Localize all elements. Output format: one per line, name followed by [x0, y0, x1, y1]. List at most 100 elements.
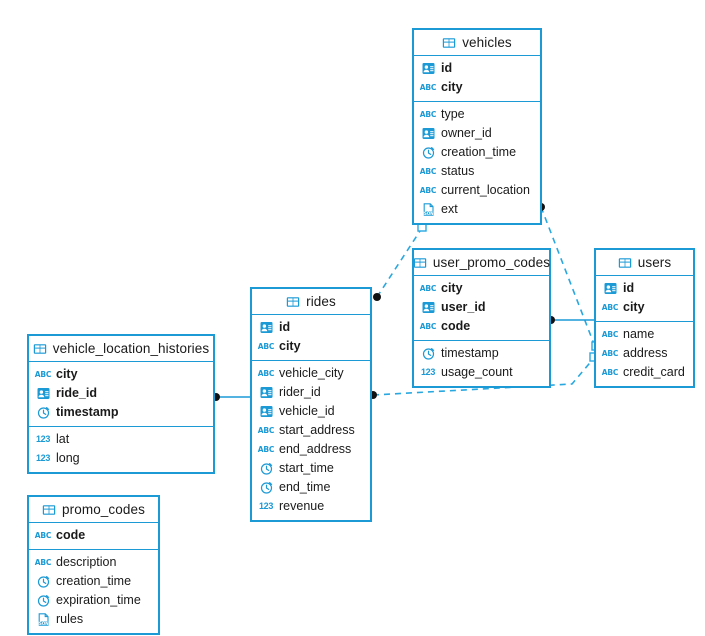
table-header-vehicles[interactable]: vehicles [414, 30, 540, 56]
field-row-rides-start_time[interactable]: start_time [252, 459, 370, 478]
field-label: city [441, 80, 463, 95]
field-row-rides-rider_id[interactable]: rider_id [252, 383, 370, 402]
123-icon: 123 [35, 453, 51, 463]
field-label: creation_time [56, 574, 132, 589]
id-card-icon [603, 282, 617, 296]
field-row-vehicle_location_histories-timestamp[interactable]: timestamp [29, 403, 213, 422]
field-row-users-id[interactable]: id [596, 279, 693, 298]
json-icon: JSON [421, 203, 435, 217]
field-row-vehicles-city[interactable]: ABC city [414, 78, 540, 97]
abc-icon: ABC [419, 82, 437, 92]
clock-icon [259, 481, 273, 495]
abc-icon: ABC [601, 329, 619, 339]
field-label: expiration_time [56, 593, 141, 608]
field-row-user_promo_codes-code[interactable]: ABC code [414, 317, 549, 336]
table-icon [33, 342, 47, 356]
table-header-rides[interactable]: rides [252, 289, 370, 315]
field-label: credit_card [623, 365, 685, 380]
field-label: code [441, 319, 471, 334]
abc-icon: ABC [257, 341, 275, 351]
123-icon: 123 [420, 367, 436, 377]
id-card-icon [259, 405, 273, 419]
field-label: timestamp [56, 405, 119, 420]
table-header-users[interactable]: users [596, 250, 693, 276]
field-label: start_address [279, 423, 355, 438]
field-row-user_promo_codes-user_id[interactable]: user_id [414, 298, 549, 317]
field-label: vehicle_id [279, 404, 335, 419]
field-row-rides-city[interactable]: ABC city [252, 337, 370, 356]
field-row-users-credit_card[interactable]: ABC credit_card [596, 363, 693, 382]
field-row-vehicles-id[interactable]: id [414, 59, 540, 78]
abc-icon: ABC [257, 368, 275, 378]
id-card-icon [421, 127, 435, 141]
field-label: rider_id [279, 385, 321, 400]
field-row-rides-id[interactable]: id [252, 318, 370, 337]
field-label: timestamp [441, 346, 499, 361]
abc-icon: ABC [257, 444, 275, 454]
field-row-vehicles-owner_id[interactable]: owner_id [414, 124, 540, 143]
field-label: city [279, 339, 301, 354]
field-row-promo_codes-creation_time[interactable]: creation_time [29, 572, 158, 591]
field-row-user_promo_codes-timestamp[interactable]: timestamp [414, 344, 549, 363]
field-label: id [279, 320, 291, 335]
field-label: owner_id [441, 126, 492, 141]
table-header-user_promo_codes[interactable]: user_promo_codes [413, 250, 550, 276]
abc-icon: ABC [601, 348, 619, 358]
field-label: description [56, 555, 117, 570]
abc-icon: ABC [257, 425, 275, 435]
id-card-icon [421, 301, 435, 315]
table-title: users [637, 255, 672, 270]
field-row-vehicle_location_histories-ride_id[interactable]: ride_id [29, 384, 213, 403]
abc-icon: ABC [601, 367, 619, 377]
field-row-promo_codes-expiration_time[interactable]: expiration_time [29, 591, 158, 610]
field-label: creation_time [441, 145, 517, 160]
field-row-rides-vehicle_city[interactable]: ABC vehicle_city [252, 364, 370, 383]
abc-icon: ABC [419, 321, 437, 331]
field-label: long [56, 451, 80, 466]
field-row-rides-start_address[interactable]: ABC start_address [252, 421, 370, 440]
field-row-rides-vehicle_id[interactable]: vehicle_id [252, 402, 370, 421]
field-label: id [623, 281, 635, 296]
field-label: vehicle_city [279, 366, 344, 381]
field-row-vehicle_location_histories-long[interactable]: 123 long [29, 449, 213, 468]
123-icon: 123 [35, 434, 51, 444]
table-header-promo_codes[interactable]: promo_codes [29, 497, 158, 523]
field-row-rides-end_time[interactable]: end_time [252, 478, 370, 497]
table-icon [618, 256, 632, 270]
abc-icon: ABC [34, 530, 52, 540]
abc-icon: ABC [419, 166, 437, 176]
table-header-vehicle_location_histories[interactable]: vehicle_location_histories [29, 336, 213, 362]
table-title: vehicle_location_histories [52, 341, 210, 356]
field-row-vehicles-creation_time[interactable]: creation_time [414, 143, 540, 162]
